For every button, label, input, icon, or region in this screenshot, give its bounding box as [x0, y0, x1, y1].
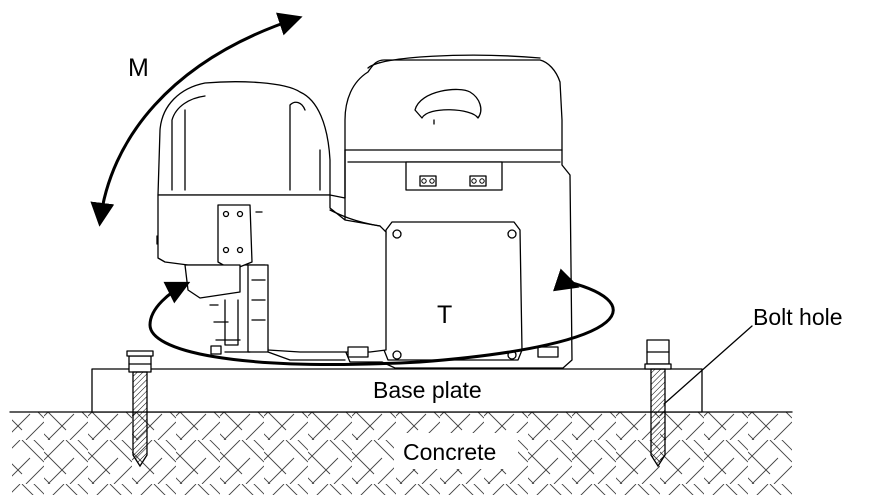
left-anchor-bolt — [126, 350, 154, 468]
label-moment: M — [128, 54, 149, 82]
concrete-ground — [9, 411, 793, 495]
label-torque: T — [437, 301, 452, 329]
robot-body — [156, 54, 573, 369]
label-bolt-hole: Bolt hole — [753, 304, 843, 330]
torque-arrow — [148, 268, 615, 366]
base-plate — [91, 368, 703, 413]
bolt-hole-leader — [663, 325, 753, 405]
label-base-plate: Base plate — [373, 377, 482, 403]
label-concrete: Concrete — [403, 439, 496, 465]
right-anchor-bolt — [644, 339, 672, 468]
moment-arrow — [90, 12, 303, 227]
